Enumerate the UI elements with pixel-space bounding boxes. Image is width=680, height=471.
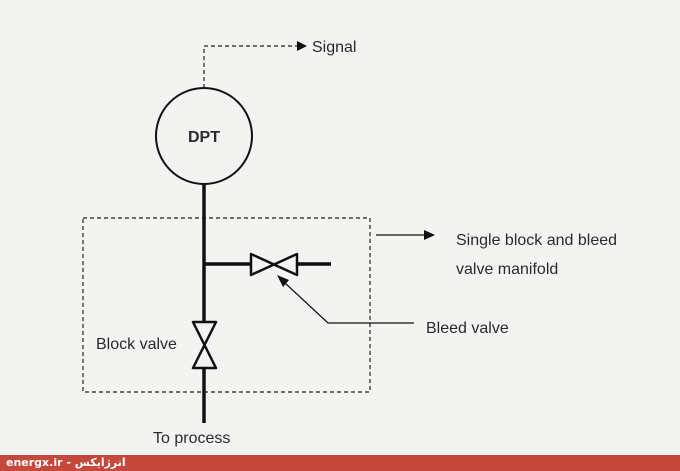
manifold-label-line2: valve manifold — [456, 261, 558, 278]
bleed-valve-label: Bleed valve — [426, 320, 509, 337]
manifold-arrowhead — [424, 230, 435, 240]
block-valve-symbol — [191, 320, 218, 370]
block-valve-label: Block valve — [96, 336, 177, 353]
bleed-valve-leader-arrowhead — [277, 275, 289, 287]
manifold-box — [82, 217, 371, 393]
signal-label: Signal — [312, 39, 356, 56]
instrument-diagram: Signal DPT Single block and bleed valve … — [82, 39, 617, 447]
bleed-valve-symbol — [249, 252, 299, 277]
signal-line — [203, 45, 298, 88]
dpt-label: DPT — [188, 129, 220, 146]
to-process-label: To process — [153, 430, 230, 447]
bleed-valve-leader — [284, 282, 414, 324]
footer-watermark: energx.ir - انرژایکس — [6, 456, 126, 469]
manifold-label-line1: Single block and bleed — [456, 232, 617, 249]
footer-bar: energx.ir - انرژایکس — [0, 455, 680, 471]
signal-arrowhead — [297, 41, 307, 51]
